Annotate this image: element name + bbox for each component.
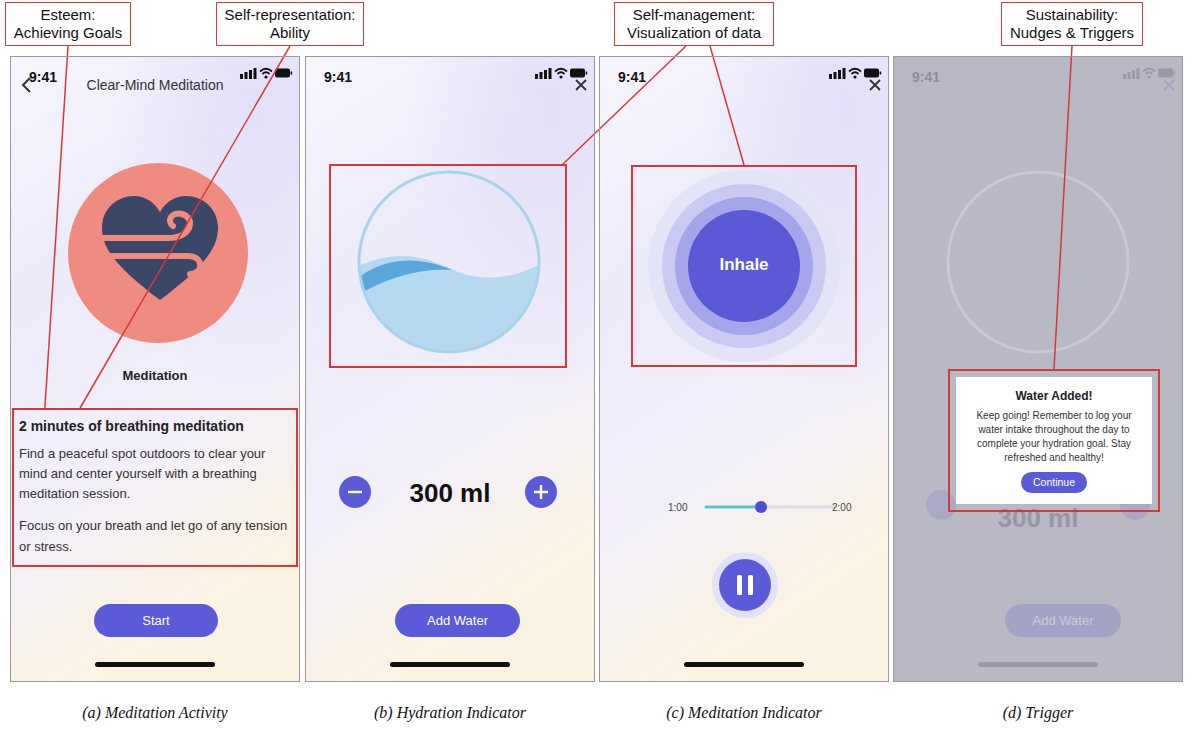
button-label: Add Water: [1005, 604, 1121, 637]
callout-text: Sustainability: Nudges & Triggers: [1006, 6, 1138, 42]
phone-screen: 9:41300 mlAdd WaterWater Added!Keep goin…: [893, 56, 1183, 682]
start-button: Start: [94, 604, 218, 637]
highlight-box: 2 minutes of breathing meditationFind a …: [12, 408, 298, 567]
activity-text: Focus on your breath and let go of any t…: [19, 516, 291, 556]
add-water-button: Add Water: [395, 604, 520, 637]
timer-label: 1:00: [668, 502, 687, 513]
popup-text: Keep going! Remember to log your water i…: [968, 409, 1140, 465]
breath-label: Inhale: [633, 255, 855, 275]
button-label: Start: [94, 604, 218, 637]
icon-label: Meditation: [11, 368, 299, 383]
timer-label: 2:00: [832, 502, 851, 513]
callout-text: Self-representation: Ability: [221, 6, 359, 42]
amount-value: 300 ml: [306, 478, 594, 508]
figure-caption: (a) Meditation Activity: [82, 704, 227, 722]
callout-text: Esteem: Achieving Goals: [10, 6, 126, 42]
callout-box: Self-representation: Ability: [216, 2, 364, 46]
activity-heading: 2 minutes of breathing meditation: [19, 418, 291, 434]
phone-screen: 9:41 1:00 2:00 Inhale: [599, 56, 889, 682]
status-time: 9:41: [324, 69, 352, 85]
leader-line: [45, 46, 68, 408]
callout-box: Self-management: Visualization of data: [614, 2, 774, 46]
add-water-button: Add Water: [1005, 604, 1121, 637]
figure-caption: (c) Meditation Indicator: [666, 704, 822, 722]
activity-text: Find a peaceful spot outdoors to clear y…: [19, 444, 291, 504]
phone-screen: 9:41 300 ml Add Water: [305, 56, 595, 682]
screen-title: Clear-Mind Meditation: [11, 77, 299, 93]
callout-box: Esteem: Achieving Goals: [5, 2, 131, 46]
popup-highlight-box: Water Added! Keep going! Remember to log …: [948, 369, 1160, 512]
continue-button: Continue: [1021, 472, 1087, 493]
status-time: 9:41: [29, 69, 57, 85]
button-label: Add Water: [395, 604, 520, 637]
status-time: 9:41: [618, 69, 646, 85]
figure-caption: (d) Trigger: [1003, 704, 1074, 722]
highlight-box: Inhale: [631, 165, 857, 367]
status-time: 9:41: [912, 69, 940, 85]
figure-caption: (b) Hydration Indicator: [374, 704, 526, 722]
leader-line: [80, 46, 290, 408]
callout-box: Sustainability: Nudges & Triggers: [1001, 2, 1143, 46]
button-label: Continue: [1021, 472, 1087, 493]
callout-text: Self-management: Visualization of data: [619, 6, 769, 42]
phone-screen: 9:41Clear-Mind MeditationMeditation 2 min…: [10, 56, 300, 682]
popup-title: Water Added!: [964, 389, 1144, 403]
leader-line: [710, 46, 744, 165]
leader-line: [1054, 46, 1072, 369]
